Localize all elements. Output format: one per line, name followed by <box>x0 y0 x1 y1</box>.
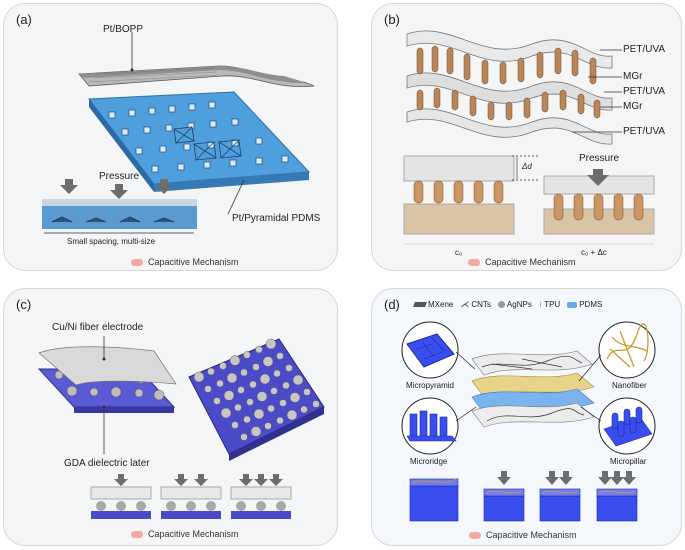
label-c0-dc: c₀ + Δc <box>581 248 607 257</box>
label-c0: c₀ <box>455 248 463 257</box>
sphere <box>264 422 272 430</box>
sphere <box>213 397 221 405</box>
sphere <box>276 416 284 425</box>
caption-d-text: Capacitive Mechanism <box>486 530 577 540</box>
sphere <box>193 371 205 383</box>
label-spacing: Small spacing, multi-size <box>67 237 156 246</box>
sphere <box>303 388 311 396</box>
label-pt-bopp: Pt/BOPP <box>103 24 144 35</box>
label-pt-pyramidal-pdms: Pt/Pyramidal PDMS <box>232 213 321 224</box>
sphere <box>229 355 241 366</box>
panel-c-illustration <box>37 336 325 519</box>
sphere <box>243 415 251 424</box>
label-micropyramid: Micropyramid <box>406 381 455 390</box>
label-pet-uva-2: PET/UVA <box>623 86 666 97</box>
panel-d-label: (d) <box>384 297 400 312</box>
caption-d: Capacitive Mechanism <box>469 530 577 540</box>
sphere <box>237 386 245 394</box>
panel-b-illustration <box>403 30 655 245</box>
legend-agnps: AgNPs <box>497 300 532 309</box>
panel-a-illustration <box>42 32 315 234</box>
sphere <box>234 403 242 412</box>
sphere <box>267 404 275 413</box>
panel-b: (b) PET/UVA MGr PET/UVA MGr P <box>371 3 682 271</box>
label-nanofiber: Nanofiber <box>612 381 647 390</box>
pill-icon <box>469 531 481 539</box>
tpu-icon: ≀ <box>538 299 543 309</box>
sphere <box>255 345 263 354</box>
pill-icon <box>131 530 143 538</box>
sphere <box>312 400 320 408</box>
pill-icon <box>131 258 143 266</box>
sphere <box>276 352 284 360</box>
caption-b-text: Capacitive Mechanism <box>485 257 576 267</box>
label-gda-dielectric: GDA dielectric later <box>64 458 150 469</box>
legend-pdms: PDMS <box>567 300 602 309</box>
sphere <box>231 421 239 429</box>
sphere <box>223 390 235 401</box>
sphere <box>246 398 254 406</box>
panel-c: (c) <box>3 288 338 546</box>
sphere <box>240 433 248 441</box>
legend-mxene: MXene <box>413 300 453 309</box>
agnps-icon <box>497 301 505 308</box>
panel-a: (a) <box>3 3 338 271</box>
sphere <box>219 362 227 370</box>
sphere <box>273 369 281 378</box>
label-microridge: Microridge <box>410 457 448 466</box>
label-pressure-b: Pressure <box>579 153 620 164</box>
panel-a-label: (a) <box>16 12 32 27</box>
sphere <box>216 379 224 388</box>
sphere <box>286 409 298 421</box>
sphere <box>204 385 212 393</box>
label-mgr-2: MGr <box>623 101 643 112</box>
sphere <box>259 373 271 385</box>
caption-b: Capacitive Mechanism <box>468 257 576 267</box>
sphere <box>292 374 304 386</box>
sphere <box>300 405 308 414</box>
sphere <box>270 387 278 395</box>
panel-d-illustration <box>401 321 656 522</box>
sphere <box>253 408 265 420</box>
sphere <box>250 426 262 437</box>
sphere <box>207 367 215 376</box>
label-pet-uva-1: PET/UVA <box>623 44 666 55</box>
sphere <box>243 351 251 359</box>
caption-c-text: Capacitive Mechanism <box>148 529 239 539</box>
pdms-icon <box>567 301 578 308</box>
sphere <box>256 391 268 402</box>
label-cu-ni-electrode: Cu/Ni fiber electrode <box>52 322 144 333</box>
sphere <box>226 372 238 384</box>
sphere <box>252 363 260 371</box>
sphere <box>265 338 277 350</box>
panel-c-label: (c) <box>16 297 32 312</box>
caption-a-text: Capacitive Mechanism <box>148 257 239 267</box>
caption-a: Capacitive Mechanism <box>131 257 239 267</box>
panel-b-label: (b) <box>384 12 400 27</box>
caption-c: Capacitive Mechanism <box>131 529 239 539</box>
sphere <box>289 392 301 403</box>
ball-grid <box>193 338 320 441</box>
sphere <box>279 399 287 407</box>
sphere <box>249 380 257 389</box>
legend: MXene ⋌CNTs AgNPs ≀TPU PDMS <box>413 299 602 310</box>
sphere <box>240 368 248 377</box>
sphere <box>282 381 290 390</box>
label-delta-d: Δd <box>522 162 532 171</box>
sphere <box>285 364 293 372</box>
pill-icon <box>468 258 480 266</box>
label-pressure-a: Pressure <box>99 171 140 182</box>
label-mgr-1: MGr <box>623 71 643 82</box>
panel-d: (d) MXene ⋌CNTs AgNPs ≀TPU PDMS <box>371 288 682 546</box>
sphere <box>220 407 232 419</box>
label-micropillar: Micropillar <box>610 457 647 466</box>
legend-cnts: ⋌CNTs <box>460 299 491 309</box>
cnts-icon: ⋌ <box>460 299 470 309</box>
sphere <box>262 356 274 367</box>
legend-tpu: ≀TPU <box>538 299 561 309</box>
label-pet-uva-3: PET/UVA <box>623 126 666 137</box>
